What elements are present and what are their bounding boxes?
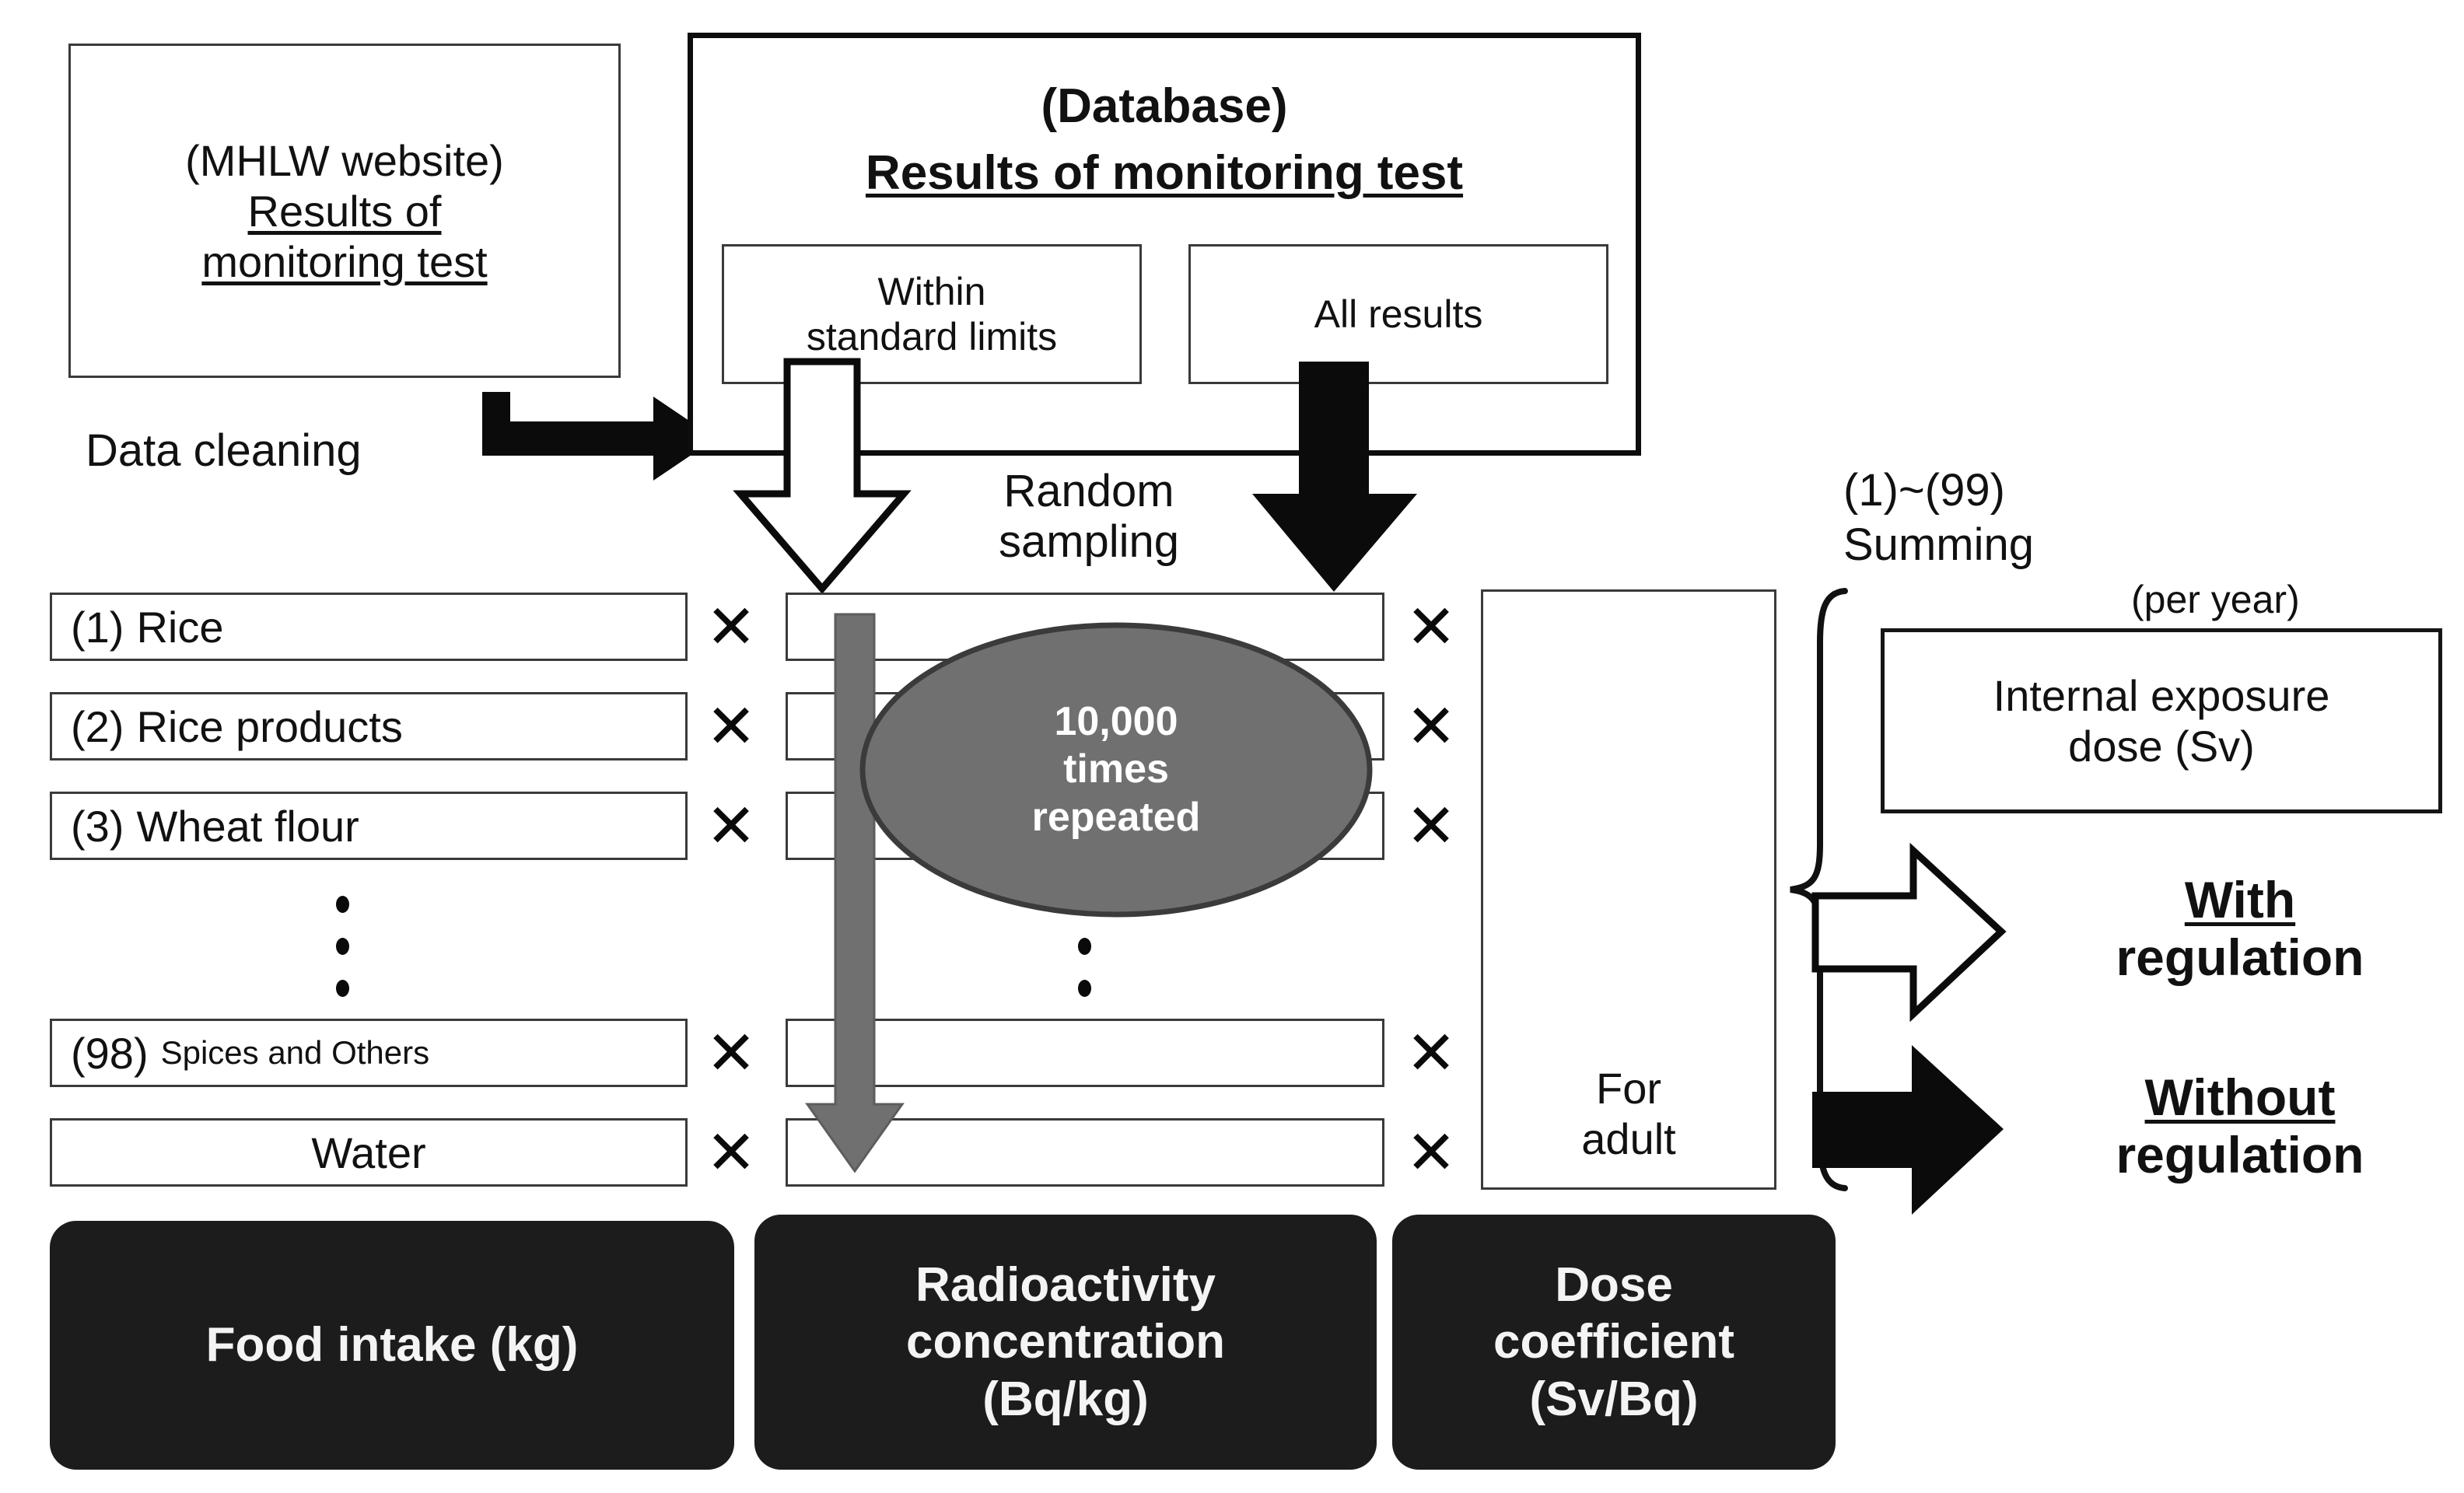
bottom-bar-label: Dose coefficient (Sv/Bq): [1493, 1258, 1735, 1426]
food-item-number: (2): [71, 701, 124, 751]
food-item-number: (1): [71, 602, 124, 652]
multiply-icon: ✕: [705, 593, 757, 663]
database-title-small: (Database): [1041, 79, 1288, 134]
bottom-bar-label: Radioactivity concentration (Bq/kg): [906, 1258, 1225, 1426]
dose-coefficient-for-adult-box: For adult: [1481, 589, 1776, 1190]
bottom-bar-dose-coefficient: Dose coefficient (Sv/Bq): [1392, 1215, 1836, 1470]
database-subbox-all-results: All results: [1188, 244, 1608, 384]
database-subbox-label: Within standard limits: [806, 270, 1058, 358]
repeat-badge-line3: repeated: [1031, 794, 1201, 840]
radioactivity-row: [786, 1019, 1384, 1087]
summing-range-label: (1)~(99): [1843, 464, 2005, 516]
multiply-icon: ✕: [705, 1118, 757, 1188]
bottom-bar-radioactivity-concentration: Radioactivity concentration (Bq/kg): [754, 1215, 1377, 1470]
per-year-label: (per year): [2131, 578, 2300, 621]
multiply-icon: ✕: [705, 692, 757, 762]
repeat-badge-line2: times: [1063, 746, 1169, 792]
hollow-right-arrow: [1811, 842, 2007, 1023]
solid-right-arrow: [1812, 1045, 2004, 1215]
outcome-label-emphasis: With: [2184, 871, 2296, 929]
dose-coefficient-for-adult-label: For adult: [1581, 1064, 1676, 1163]
multiply-icon: ✕: [1405, 1118, 1457, 1188]
database-subbox-label: All results: [1314, 292, 1483, 336]
food-item-name: Wheat flour: [136, 801, 359, 851]
food-item-name: Water: [311, 1128, 426, 1177]
outcome-label-rest: regulation: [2116, 928, 2364, 986]
repeat-badge-ellipse: [859, 622, 1373, 918]
outcome-label-rest: regulation: [2116, 1126, 2364, 1184]
multiply-icon: ✕: [705, 1019, 757, 1089]
outcome-with-regulation: With regulation: [2022, 840, 2458, 1019]
repeat-badge-line1: 10,000: [1054, 698, 1178, 744]
food-item-name: Spices and Others: [160, 1034, 430, 1071]
multiply-icon: ✕: [1405, 692, 1457, 762]
multiply-icon: ✕: [1405, 593, 1457, 663]
internal-exposure-dose-box: Internal exposure dose (Sv): [1881, 628, 2442, 813]
mhlw-source-box: (MHLW website) Results of monitoring tes…: [68, 44, 621, 378]
internal-exposure-line2: dose (Sv): [2068, 722, 2255, 771]
data-cleaning-arrow: [482, 392, 716, 481]
repeat-badge-label: 10,000 times repeated: [859, 622, 1373, 918]
mhlw-source-line2: Results of: [247, 186, 442, 236]
food-item-row: (98) Spices and Others: [50, 1019, 688, 1087]
outcome-label-emphasis: Without: [2144, 1068, 2336, 1127]
food-item-number: (3): [71, 801, 124, 851]
database-title-main: Results of monitoring test: [865, 146, 1464, 201]
food-item-number: (98): [71, 1028, 149, 1078]
summing-verb-label: Summing: [1843, 519, 2034, 570]
bottom-bar-label: Food intake (kg): [205, 1318, 579, 1372]
food-item-row: (3) Wheat flour: [50, 792, 688, 860]
food-item-name: Rice products: [136, 701, 403, 751]
multiply-icon: ✕: [1405, 792, 1457, 862]
repeat-gray-arrow: [805, 613, 905, 1173]
food-item-row: (2) Rice products: [50, 692, 688, 760]
outcome-without-regulation: Without regulation: [2022, 1037, 2458, 1216]
food-item-row: Water: [50, 1118, 688, 1187]
internal-exposure-line1: Internal exposure: [1993, 671, 2330, 720]
food-item-row: (1) Rice: [50, 593, 688, 661]
multiply-icon: ✕: [705, 792, 757, 862]
food-list-ellipsis: [334, 896, 350, 997]
bottom-bar-food-intake: Food intake (kg): [50, 1221, 734, 1470]
hollow-down-arrow: [733, 358, 912, 594]
multiply-icon: ✕: [1405, 1019, 1457, 1089]
random-sampling-label: Random sampling: [998, 466, 1180, 567]
mhlw-source-line3: monitoring test: [201, 236, 488, 286]
mhlw-source-line1: (MHLW website): [185, 135, 504, 185]
data-cleaning-label: Data cleaning: [86, 425, 362, 476]
solid-down-arrow: [1252, 362, 1417, 592]
food-item-name: Rice: [136, 602, 224, 652]
